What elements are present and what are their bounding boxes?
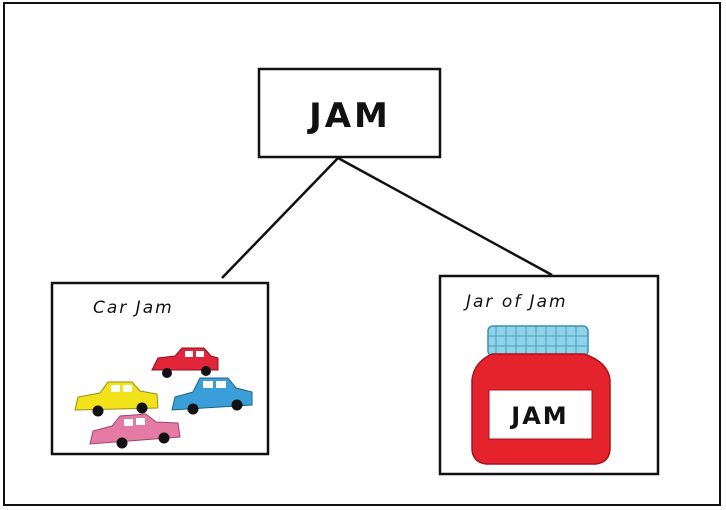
jar-label-text: JAM	[509, 402, 568, 430]
car-jam-label: Car Jam	[93, 298, 174, 318]
edge-root-to-car-jam	[221, 157, 339, 279]
root-node: JAM	[257, 67, 442, 159]
yellow-car-illustration	[74, 381, 159, 417]
root-label: JAM	[307, 96, 391, 136]
jam-jar-illustration: JAM	[471, 325, 611, 465]
blue-car-illustration	[171, 377, 253, 415]
jar-of-jam-label: Jar of Jam	[463, 292, 568, 312]
jar-of-jam-node: Jar of Jam JAM	[438, 274, 660, 476]
jar-label-panel	[488, 389, 593, 440]
jar-lid	[487, 325, 589, 357]
pink-car-illustration	[89, 413, 181, 449]
edge-root-to-jar-of-jam	[337, 156, 553, 277]
car-jam-node: Car Jam	[50, 281, 270, 456]
red-car-illustration	[151, 347, 219, 378]
